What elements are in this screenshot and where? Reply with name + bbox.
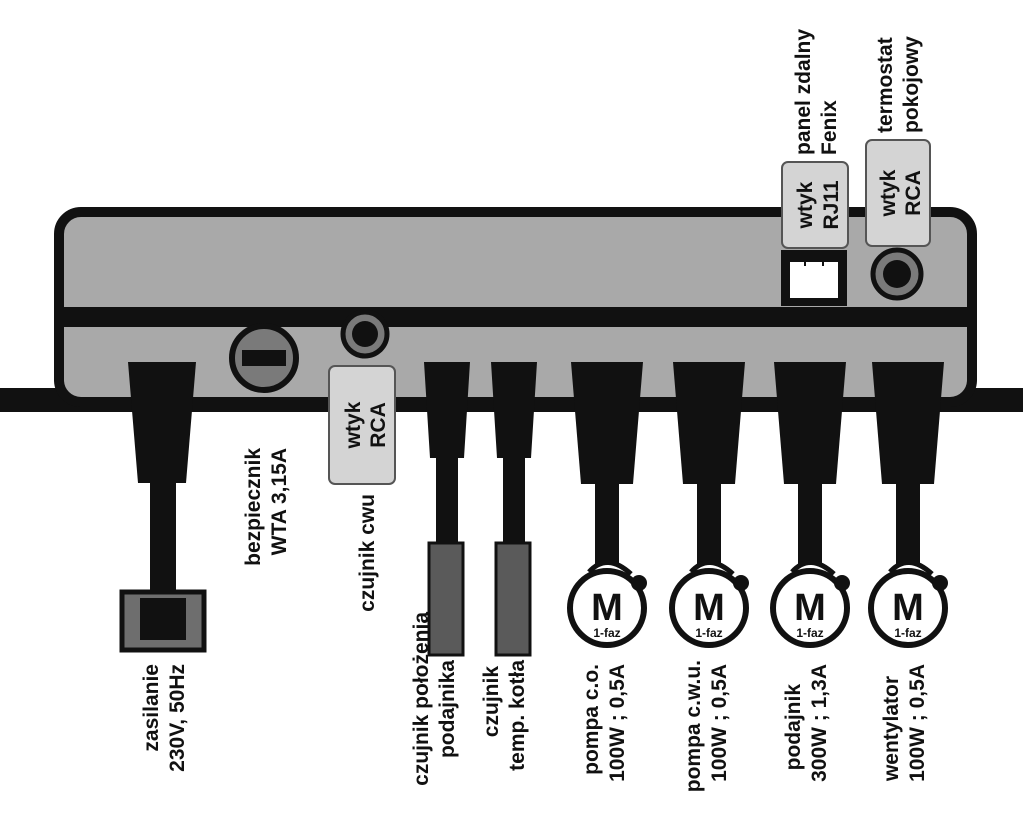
housing-divider [64, 307, 967, 327]
motor-pompa-co: M1-faz [567, 362, 647, 648]
motor-letter: M [591, 587, 623, 629]
label-termostat-1: termostat [874, 37, 897, 133]
motor-phase: 1-faz [593, 626, 620, 640]
label-zasilanie-2: 230V, 50Hz [166, 664, 189, 772]
plug-label-rca-top-line2: RCA [902, 170, 925, 216]
plug-label-rca-bottom-line2: RCA [367, 402, 390, 448]
label-czujnik-kotla-2: temp. kotła [506, 660, 529, 771]
label-czujnik-podajnika-1: czujnik położenia [410, 612, 433, 786]
motor-podajnik: M1-faz [770, 362, 850, 648]
label-pompa-co-1: pompa c.o. [580, 664, 603, 775]
rca-socket-cwu [340, 309, 390, 359]
label-panel-zdalny-2: Fenix [818, 100, 841, 155]
label-zasilanie-1: zasilanie [140, 664, 163, 752]
motor-pompa-cwu: M1-faz [669, 362, 749, 648]
label-podajnik-2: 300W ; 1,3A [808, 664, 831, 782]
label-bezpiecznik-2: WTA 3,15A [268, 448, 291, 555]
label-pompa-cwu-2: 100W ; 0,5A [708, 664, 731, 782]
motor-phase: 1-faz [695, 626, 722, 640]
motor-letter: M [693, 587, 725, 629]
motor-phase: 1-faz [894, 626, 921, 640]
plug-label-rca-bottom: wtyk RCA [328, 365, 396, 485]
motor-wentylator: M1-faz [868, 362, 948, 648]
label-podajnik-1: podajnik [782, 684, 805, 771]
label-bezpiecznik-1: bezpiecznik [242, 448, 265, 566]
plug-label-rj11: wtyk RJ11 [781, 161, 849, 249]
plug-label-rca-bottom-line1: wtyk [342, 401, 365, 449]
rca-socket-termostat [870, 247, 924, 301]
plug-label-rj11-line1: wtyk [794, 181, 817, 229]
label-czujnik-podajnika-2: podajnika [436, 660, 459, 758]
sensor-cable-kotla [491, 362, 537, 657]
label-czujnik-kotla-1: czujnik [480, 666, 503, 738]
label-wentylator-2: 100W ; 0,5A [906, 664, 929, 782]
label-pompa-co-2: 100W ; 0,5A [606, 664, 629, 782]
fuse-holder [229, 323, 299, 393]
motor-letter: M [892, 587, 924, 629]
label-panel-zdalny-1: panel zdalny [792, 29, 815, 155]
label-termostat-2: pokojowy [900, 36, 923, 133]
label-pompa-cwu-1: pompa c.w.u. [682, 660, 705, 792]
power-cable [119, 362, 207, 653]
sensor-cable-podajnik [424, 362, 470, 657]
rj11-socket [781, 250, 847, 306]
label-czujnik-cwu: czujnik cwu [356, 494, 379, 612]
motor-phase: 1-faz [796, 626, 823, 640]
motor-letter: M [794, 587, 826, 629]
plug-label-rj11-line2: RJ11 [820, 180, 843, 229]
label-wentylator-1: wentylator [880, 676, 903, 782]
plug-label-rca-top: wtyk RCA [865, 139, 931, 247]
plug-label-rca-top-line1: wtyk [877, 169, 900, 217]
